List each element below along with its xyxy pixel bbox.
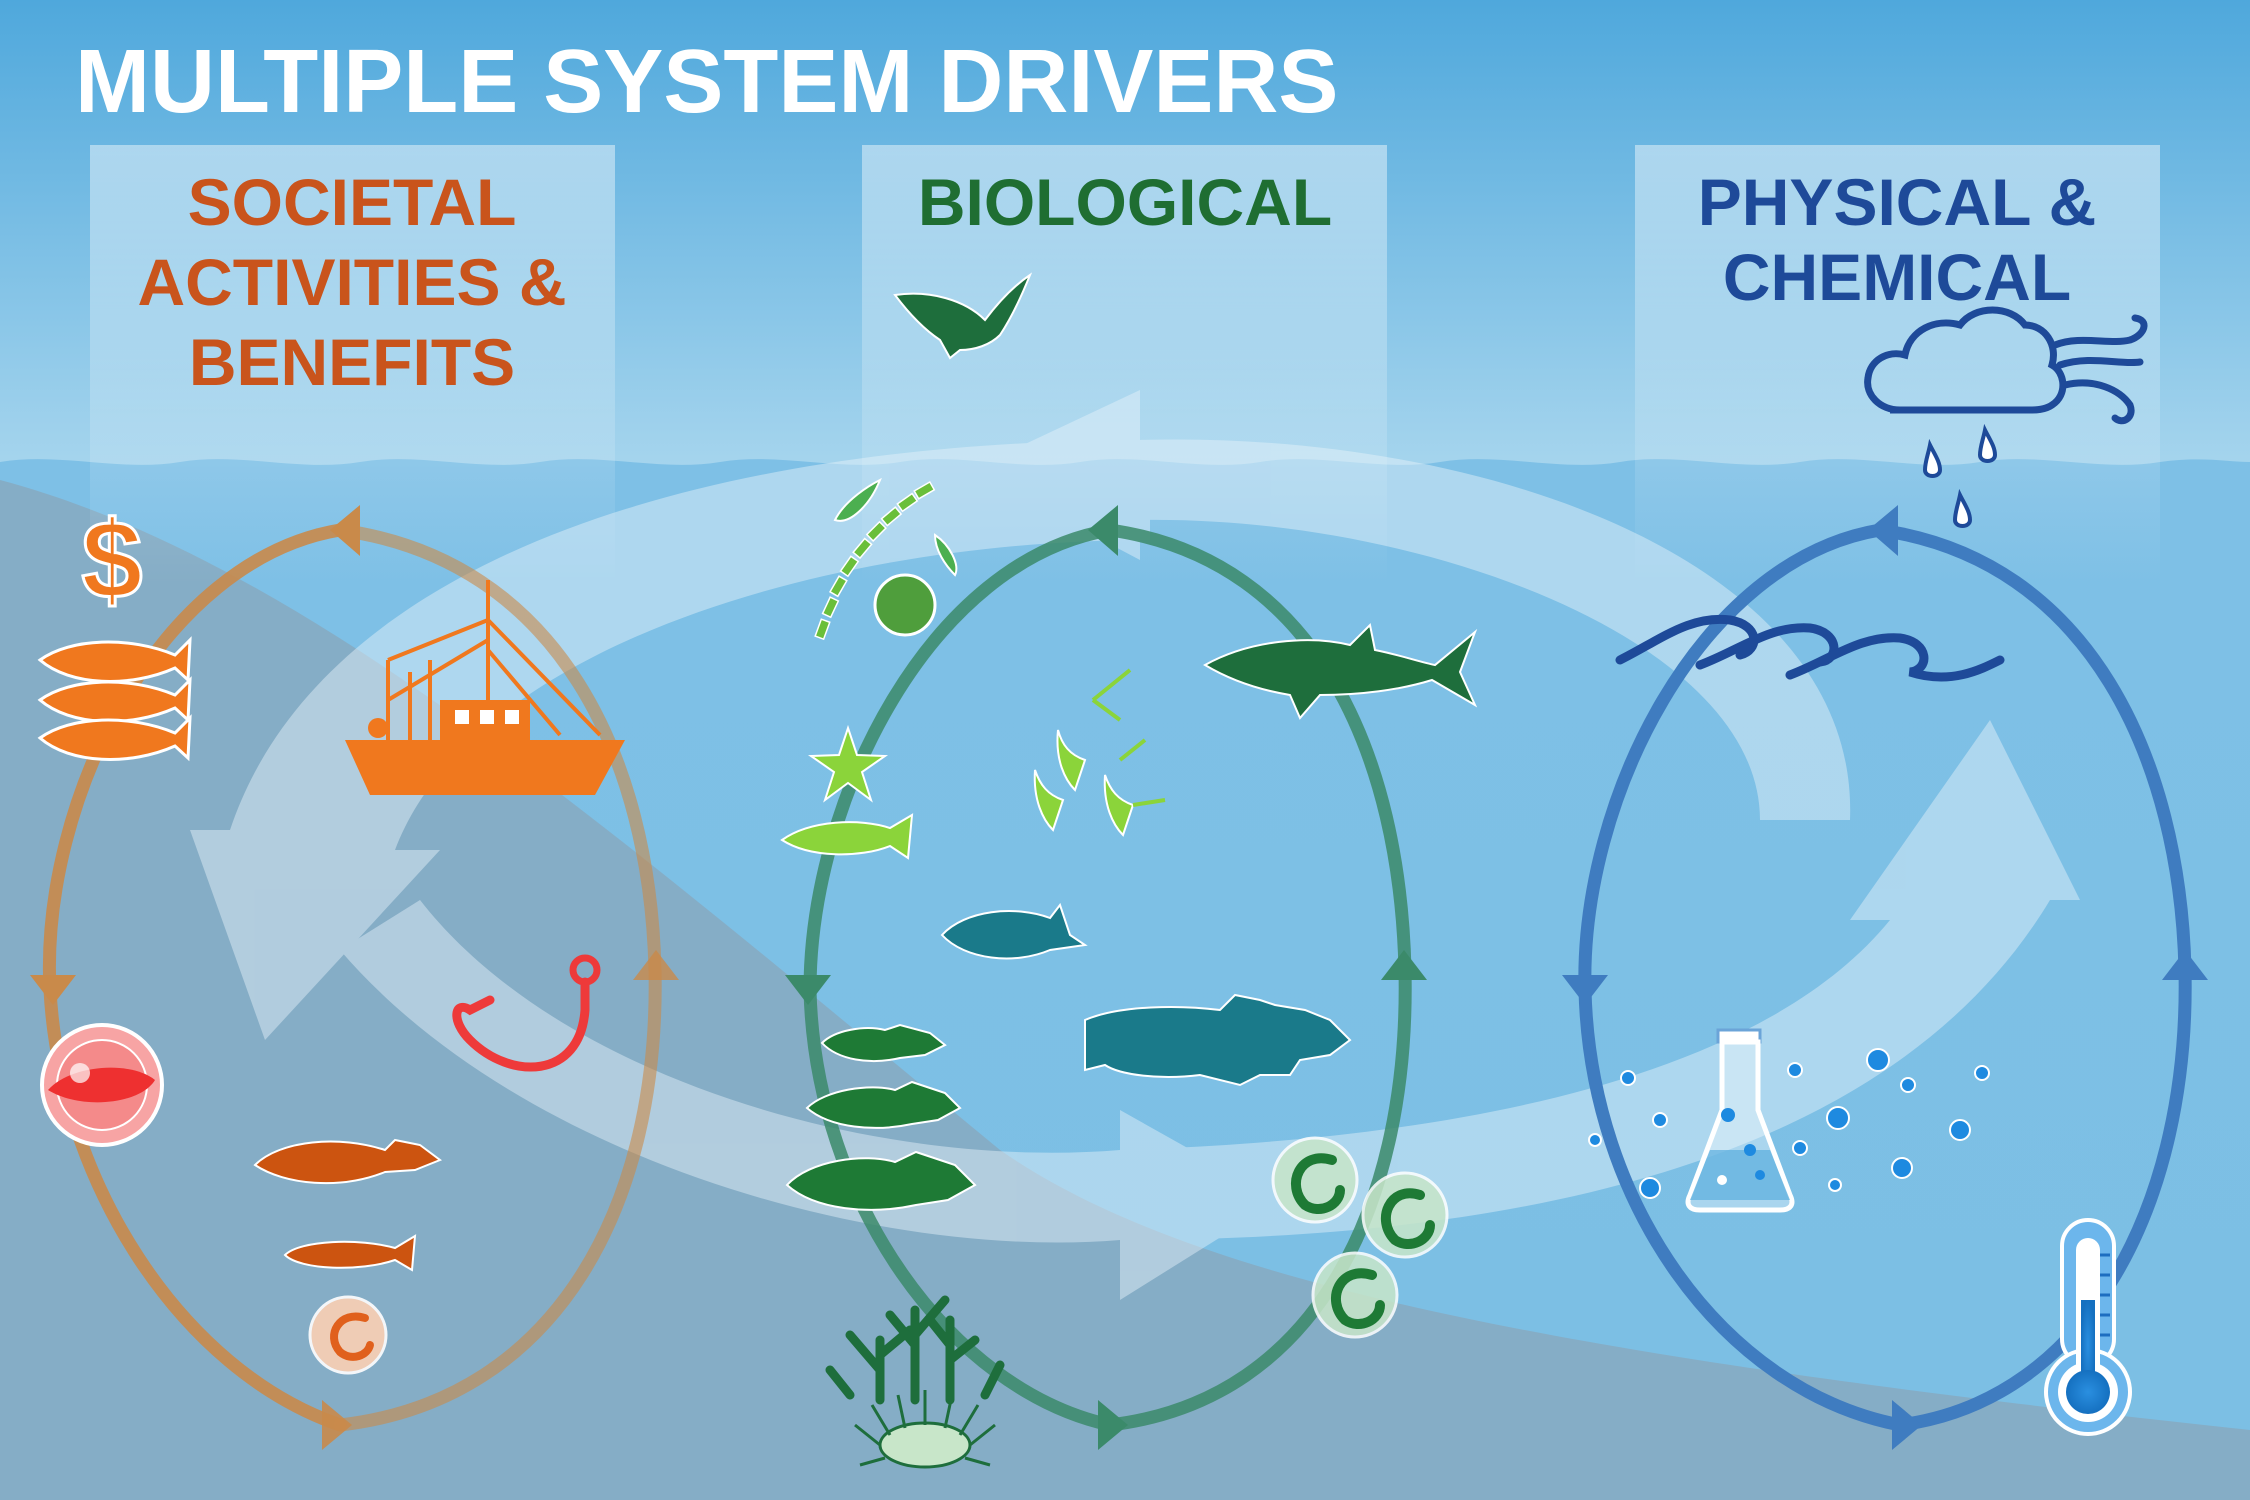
phytoplankton-icon [814,477,958,641]
seafloor [0,480,2250,1500]
biological-cycle-arrowheads [785,505,1427,1450]
physical-heading: PHYSICAL & CHEMICAL [1698,165,2097,314]
raindrop-icons [1922,423,1998,528]
societal-heading-line-2: ACTIVITIES & [137,245,566,319]
biological-heading: BIOLOGICAL [918,165,1332,239]
flask-icon [1685,1028,1795,1213]
societal-cycle-arrowheads [30,505,679,1450]
herring-icon [940,902,1088,960]
juvenile-fish-icon [785,1023,977,1211]
seabird-icon [893,272,1033,360]
societal-heading-line-1: SOCIETAL [188,165,517,239]
physical-heading-line-2: CHEMICAL [1723,240,2071,314]
biological-panel [862,145,1387,585]
starfish-icon [807,724,889,803]
zooplankton-icon [1033,668,1166,837]
physical-arrowhead-right [2162,950,2208,980]
larva-egg-icon [1271,1136,1449,1339]
big-arrow-top [970,390,1851,820]
societal-arrowhead-top [330,505,360,556]
biological-heading-line-1: BIOLOGICAL [918,165,1332,239]
societal-arrowhead-bottom [322,1400,352,1450]
small-fish-icon [283,1234,417,1272]
dollar-icon: $ [80,498,144,624]
societal-heading-line-3: BENEFITS [189,325,515,399]
thermometer-icon [2044,1218,2132,1436]
biological-arrowhead-right [1381,950,1427,980]
fishing-boat-icon [345,580,625,795]
physical-cycle-arrowheads [1562,505,2208,1450]
coral-icon [825,1295,1005,1405]
forage-fish-icon [780,813,914,860]
bubbles-icon [1588,1048,1990,1199]
fish-school-icon [37,636,192,762]
physical-heading-line-1: PHYSICAL & [1698,165,2097,239]
big-arrow-bottom [340,900,1280,1300]
urchin-icon [854,1390,996,1469]
biological-arrowhead-bottom [1098,1400,1128,1450]
societal-heading: SOCIETAL ACTIVITIES & BENEFITS [137,165,566,399]
physical-arrowhead-left [1562,975,1608,1005]
shark-icon [1202,622,1478,720]
seafood-plate-icon [40,1023,164,1147]
groundfish-icon [1084,993,1352,1087]
societal-arrowhead-right [633,950,679,980]
fishing-hook-icon [452,954,601,1072]
storm-cloud-icon [1864,306,2148,425]
biological-arrowhead-top [1088,505,1118,556]
biological-arrowhead-left [785,975,831,1005]
cod-icon [253,1138,443,1185]
svg-text:$: $ [81,499,142,622]
wave-icon [1615,614,2005,682]
fish-egg-icon [308,1295,388,1375]
diagram-title: MULTIPLE SYSTEM DRIVERS [75,32,1338,132]
physical-arrowhead-bottom [1892,1400,1922,1450]
societal-arrowhead-left [30,975,76,1005]
physical-arrowhead-top [1868,505,1898,556]
